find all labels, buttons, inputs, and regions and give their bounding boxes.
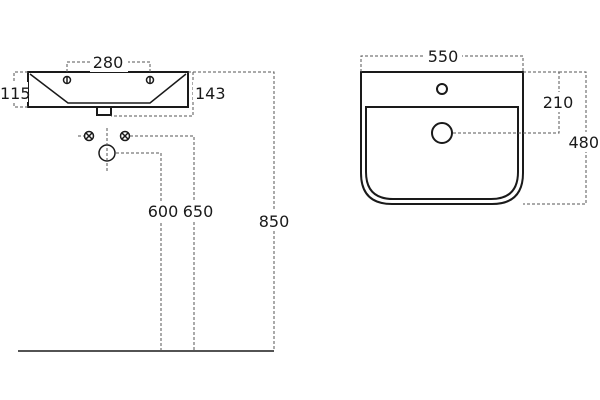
dim-label-basin-depth: 143 xyxy=(195,84,226,103)
tap-hole-left-icon xyxy=(62,75,72,85)
dim-label-rim-height: 115 xyxy=(0,84,31,103)
dim-label-projection: 480 xyxy=(568,133,599,152)
waste-outlet xyxy=(96,106,112,116)
tap-hole-right-icon xyxy=(145,75,155,85)
dim-label-waste-offset: 210 xyxy=(543,93,574,112)
top-view: 550 210 480 xyxy=(360,46,600,205)
dim-label-floor-to-rim: 850 xyxy=(259,212,290,231)
side-view: 280 115 143 850 xyxy=(0,52,291,352)
dim-label-floor-to-fixing-upper: 650 xyxy=(183,202,214,221)
wall-waste-icon xyxy=(98,128,116,172)
fixing-bolt-right-icon xyxy=(119,130,131,142)
dim-label-width: 550 xyxy=(428,47,459,66)
tap-hole-icon xyxy=(436,83,448,95)
dim-line-floor-to-rim xyxy=(188,71,275,351)
dim-label-floor-to-fixing-lower: 600 xyxy=(148,202,179,221)
dim-line-floor-to-fixing-lower xyxy=(116,152,162,351)
basin-inner-bowl xyxy=(29,73,187,104)
fixing-bolt-left-icon xyxy=(83,130,95,142)
dim-label-hole-spacing: 280 xyxy=(93,53,124,72)
basin-outline xyxy=(360,71,524,205)
basin-bowl xyxy=(365,106,519,200)
dim-line-floor-to-fixing-upper xyxy=(130,135,195,351)
drain-icon xyxy=(431,122,453,144)
basin-profile xyxy=(27,71,189,108)
